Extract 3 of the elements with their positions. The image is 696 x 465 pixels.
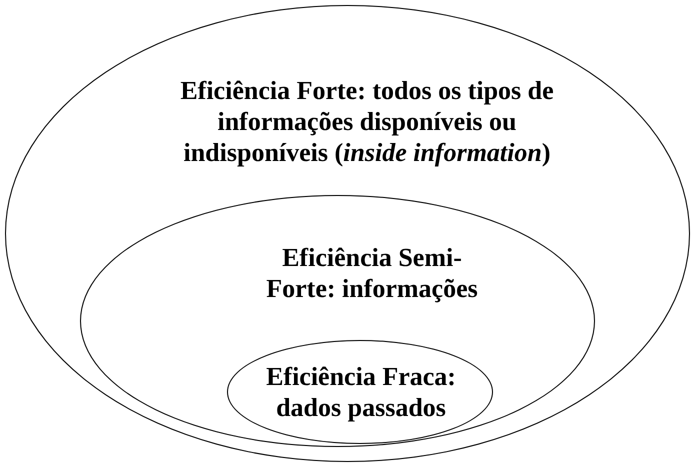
ellipse-label: Eficiência Forte: todos os tipos de informações disponíveis ou indisponíveis (inside information) <box>179 75 555 168</box>
ellipse-label: Eficiência Semi- Forte: informações <box>265 242 479 304</box>
ellipse-label: Eficiência Fraca: dados passados <box>265 361 457 423</box>
